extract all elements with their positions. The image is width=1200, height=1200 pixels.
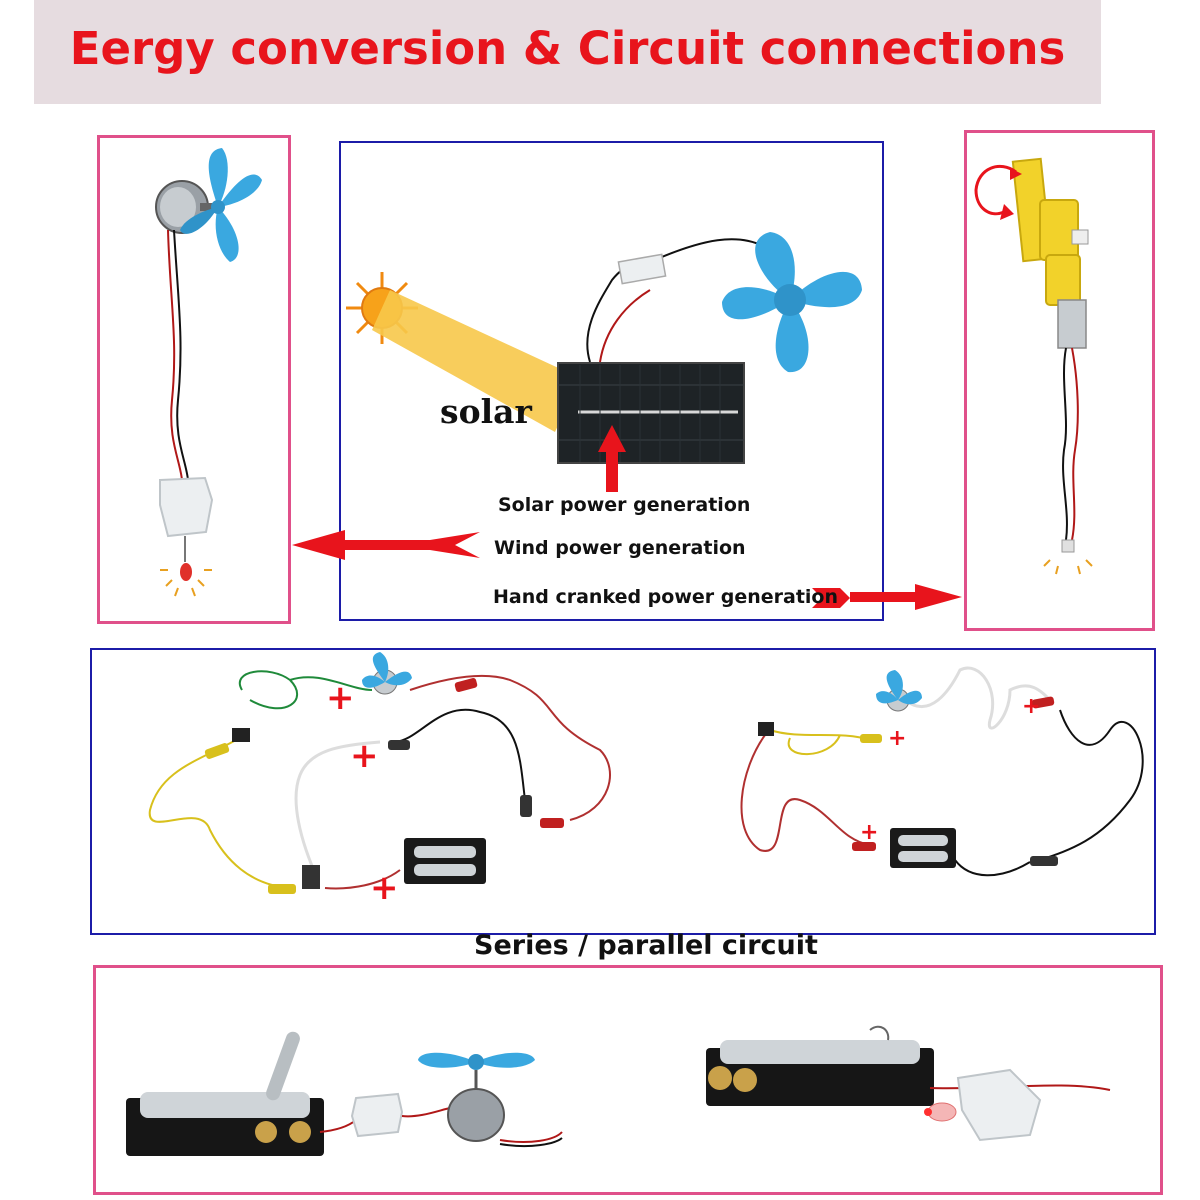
fan-motor-icon — [155, 148, 262, 262]
sunbeam — [372, 290, 580, 432]
series-circuit-diagram — [148, 652, 611, 894]
battery-fan-kit — [126, 1031, 563, 1156]
rotation-arrow-icon — [974, 164, 1022, 220]
plus-marker: + — [326, 678, 355, 718]
wind-power-label: Wind power generation — [494, 537, 746, 559]
left-arrow — [292, 530, 480, 560]
assembly-frame — [93, 965, 1163, 1195]
led-icon — [1043, 539, 1093, 575]
hand-crank-icon — [1011, 157, 1089, 349]
right-arrow — [850, 584, 962, 610]
fan-icon — [722, 232, 862, 373]
plus-marker: + — [350, 736, 379, 776]
plus-marker: + — [1022, 694, 1041, 719]
wind-kit-frame — [97, 135, 291, 624]
series-parallel-label: Series / parallel circuit — [474, 930, 818, 961]
solar-kit-frame — [339, 141, 884, 621]
right-arrow-tail — [812, 588, 850, 608]
up-arrow — [598, 425, 626, 492]
title-banner: Eergy conversion & Circuit connections — [34, 0, 1101, 104]
led-icon — [160, 563, 212, 597]
hand-crank-power-label: Hand cranked power generation — [493, 586, 839, 608]
circuit-frame — [90, 648, 1156, 935]
page-title: Eergy conversion & Circuit connections — [69, 22, 1066, 75]
plus-marker: + — [860, 820, 879, 845]
plus-marker: + — [888, 726, 907, 751]
parallel-circuit-diagram — [740, 666, 1144, 877]
plus-marker: + — [370, 868, 399, 908]
connector-block-icon — [159, 476, 214, 538]
connector-block-icon — [617, 253, 667, 285]
hand-crank-frame — [964, 130, 1155, 631]
solar-panel-icon — [557, 362, 745, 464]
solar-power-label: Solar power generation — [498, 494, 751, 516]
solar-label: solar — [440, 392, 532, 431]
battery-led-kit — [706, 1025, 1111, 1142]
